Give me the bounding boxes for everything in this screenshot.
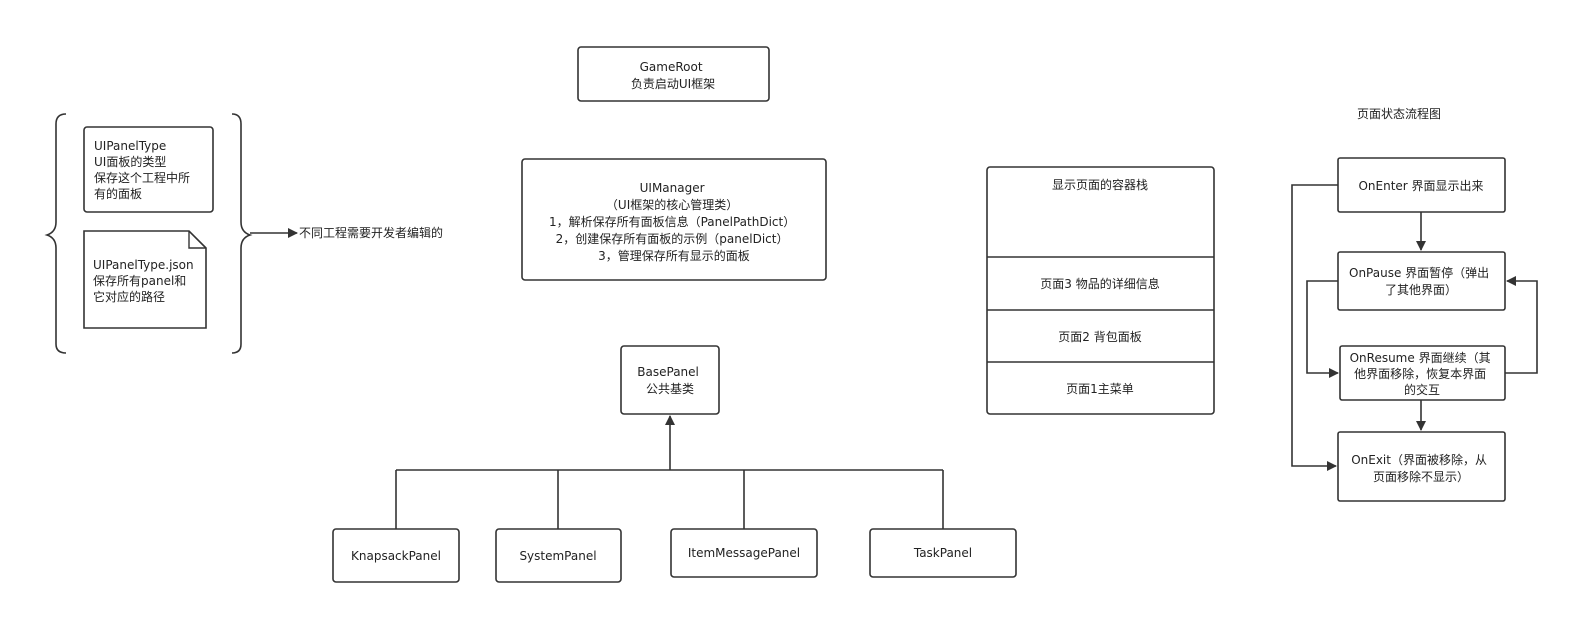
svg-text:UIManager （UI框架的核心管理类）: UIManager （UI框架的核心管理类） 1，解析保存所有面板信息（Pane… (549, 181, 799, 263)
onresume-label-line-2: 他界面移除，恢复本界面 (1354, 366, 1486, 381)
stack-item[interactable]: 页面3 物品的详细信息 (1040, 276, 1159, 291)
itemmessage-panel-node[interactable]: ItemMessagePanel (670, 528, 818, 578)
task-panel-label: TaskPanel (913, 546, 972, 560)
svg-text:GameRoot 负责启动UI框架: GameRoot 负责启动UI框架 (631, 60, 715, 91)
uipaneltype-line-1: UI面板的类型 (94, 154, 166, 169)
enter-to-exit-arrow (1291, 184, 1338, 471)
resume-to-pause-arrow (1505, 276, 1538, 374)
pause-to-resume-arrow (1306, 280, 1339, 378)
uipaneltype-json-line-1: 保存所有panel和 (93, 274, 186, 288)
onresume-node[interactable]: OnResume 界面继续（其 他界面移除，恢复本界面 的交互 (1339, 345, 1506, 401)
stack-item-label: 页面3 物品的详细信息 (1040, 276, 1159, 291)
uipaneltype-line-2: 保存这个工程中所 (94, 170, 190, 185)
uimanager-node[interactable]: UIManager （UI框架的核心管理类） 1，解析保存所有面板信息（Pane… (521, 158, 827, 281)
uimanager-item-2: 2，创建保存所有面板的示例（panelDict） (556, 231, 789, 246)
svg-text:OnExit（界面被移除，从 页面移除不显示: OnExit（界面被移除，从 页面移除不显示） (1351, 452, 1491, 484)
uimanager-item-3: 3，管理保存所有显示的面板 (598, 248, 750, 263)
svg-text:OnPause 界面暂停（弹出 了其他界面）: OnPause 界面暂停（弹出 了其他界面） (1349, 265, 1493, 297)
onresume-label-line-1: OnResume 界面继续（其 (1350, 351, 1491, 365)
folded-corner (188, 231, 206, 249)
uipaneltype-json-node[interactable]: UIPanelType.json 保存所有panel和 它对应的路径 (83, 230, 207, 329)
onpause-node[interactable]: OnPause 界面暂停（弹出 了其他界面） (1337, 251, 1506, 311)
stack-item[interactable]: 页面1主菜单 (1066, 382, 1134, 396)
system-panel-label: SystemPanel (519, 549, 596, 563)
onpause-label-line-2: 了其他界面） (1385, 283, 1457, 297)
basepanel-node[interactable]: BasePanel 公共基类 (620, 345, 720, 415)
uimanager-title: UIManager (640, 181, 705, 195)
svg-text:OnEnter 界面显示出来: OnEnter 界面显示出来 (1358, 179, 1483, 193)
stack-title: 显示页面的容器栈 (1052, 177, 1148, 192)
flow-title: 页面状态流程图 (1357, 106, 1441, 121)
gameroot-title: GameRoot (640, 60, 703, 74)
knapsack-panel-label: KnapsackPanel (351, 549, 441, 563)
editable-config-group: 不同工程需要开发者编辑的 (44, 113, 443, 354)
onexit-node[interactable]: OnExit（界面被移除，从 页面移除不显示） (1337, 431, 1506, 502)
knapsack-panel-node[interactable]: KnapsackPanel (332, 528, 460, 583)
uipaneltype-node[interactable]: UIPanelType UI面板的类型 保存这个工程中所 有的面板 (83, 126, 214, 213)
stack-item[interactable]: 页面2 背包面板 (1058, 330, 1141, 344)
task-panel-node[interactable]: TaskPanel (869, 528, 1017, 578)
inheritance-connectors (395, 415, 944, 529)
gameroot-desc: 负责启动UI框架 (631, 77, 715, 91)
left-brace (44, 113, 67, 354)
onenter-label: OnEnter 界面显示出来 (1358, 179, 1483, 193)
uipaneltype-title: UIPanelType (94, 139, 166, 153)
onpause-label-line-1: OnPause 界面暂停（弹出 (1349, 265, 1489, 280)
onresume-label-line-3: 的交互 (1404, 382, 1440, 397)
onenter-node[interactable]: OnEnter 界面显示出来 (1337, 157, 1506, 213)
container-stack[interactable]: 显示页面的容器栈 页面3 物品的详细信息 页面2 背包面板 页面1主菜单 (986, 166, 1215, 415)
itemmessage-panel-label: ItemMessagePanel (688, 546, 800, 560)
uipaneltype-json-line-2: 它对应的路径 (93, 289, 165, 304)
svg-text:UIPanelType UI面板的类型: UIPanelType UI面板的类型 保存这个工程中所 有的面板 (94, 139, 194, 201)
onexit-label-line-1: OnExit（界面被移除，从 (1351, 452, 1487, 467)
svg-text:BasePanel 公共基类: BasePanel 公共基类 (637, 365, 702, 396)
uimanager-item-1: 1，解析保存所有面板信息（PanelPathDict） (549, 214, 795, 229)
uipaneltype-line-3: 有的面板 (94, 186, 142, 201)
svg-text:OnResume 界面继续（其 他界面移除，: OnResume 界面继续（其 他界面移除，恢复本界面 的交互 (1350, 351, 1495, 397)
basepanel-title: BasePanel (637, 365, 699, 379)
gameroot-node[interactable]: GameRoot 负责启动UI框架 (577, 46, 770, 102)
system-panel-node[interactable]: SystemPanel (495, 528, 622, 583)
svg-text:UIPanelType.json 保存所有pan: UIPanelType.json 保存所有panel和 它对应的路径 (93, 258, 197, 304)
page-state-flowchart: 页面状态流程图 OnEnter 界面显示出来 OnPause 界面暂停（弹出 了… (1291, 106, 1538, 502)
right-brace (231, 113, 253, 354)
onexit-label-line-2: 页面移除不显示） (1373, 469, 1469, 484)
uipaneltype-json-title: UIPanelType.json (93, 258, 194, 272)
basepanel-desc: 公共基类 (646, 382, 694, 396)
stack-item-label: 页面1主菜单 (1066, 382, 1134, 396)
stack-item-label: 页面2 背包面板 (1058, 330, 1141, 344)
uimanager-subtitle: （UI框架的核心管理类） (606, 197, 738, 212)
brace-label: 不同工程需要开发者编辑的 (299, 225, 443, 240)
